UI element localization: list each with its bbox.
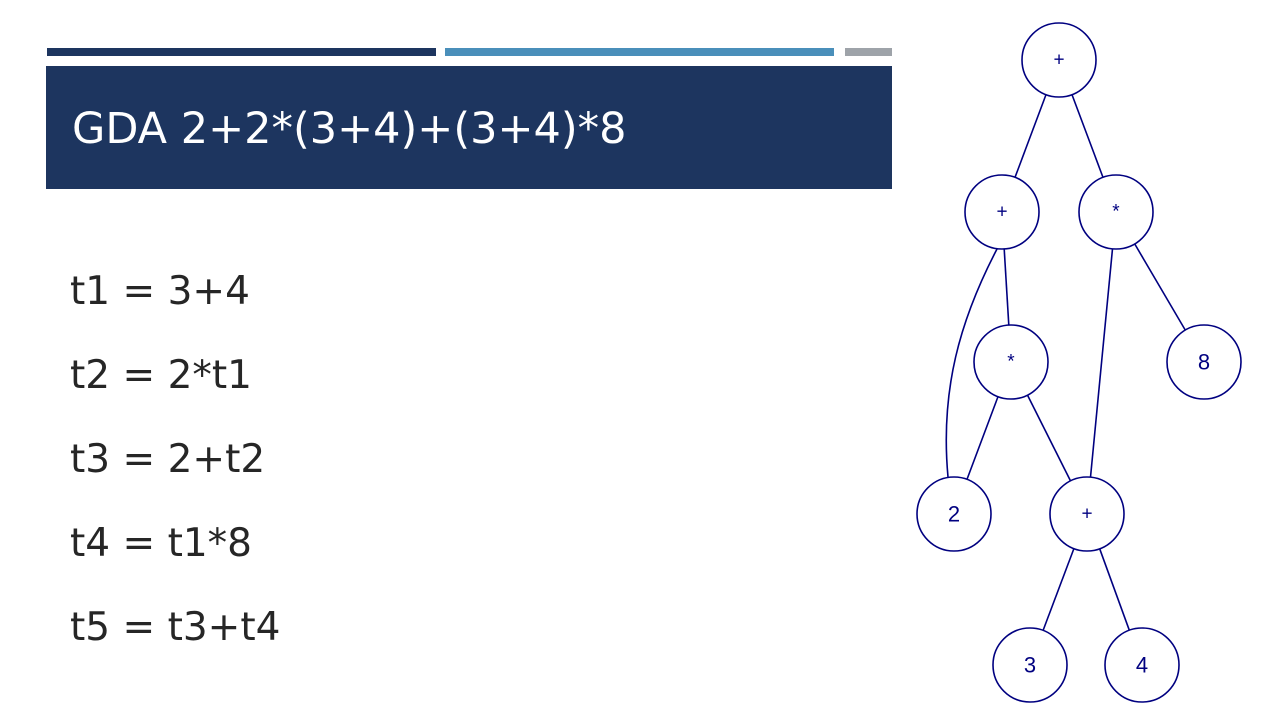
node-root_plus: + [1021, 22, 1097, 98]
node-label-right_mul: * [1112, 202, 1120, 223]
node-leaf_2: 2 [916, 476, 992, 552]
node-circle-leaf_8 [1166, 324, 1242, 400]
node-mid_mul: * [973, 324, 1049, 400]
edge-inner_plus-to-leaf_4 [1098, 548, 1131, 631]
node-circle-leaf_4 [1104, 627, 1180, 703]
code-line-4: t4 = t1*8 [70, 521, 252, 566]
code-line-5: t5 = t3+t4 [70, 605, 281, 650]
accent-bar-dark [47, 48, 436, 56]
accent-bar-gray [845, 48, 892, 56]
node-label-inner_plus: + [1081, 504, 1092, 525]
node-label-left_plus: + [996, 202, 1007, 223]
edge-inner_plus-to-leaf_3 [1042, 548, 1075, 631]
edge-right_mul-to-leaf_8 [1134, 243, 1186, 331]
node-circle-right_mul [1078, 174, 1154, 250]
edge-root_plus-to-right_mul [1071, 94, 1104, 178]
slide-title: GDA 2+2*(3+4)+(3+4)*8 [72, 104, 627, 154]
node-right_mul: * [1078, 174, 1154, 250]
edge-root_plus-to-left_plus [1014, 94, 1047, 178]
node-circle-inner_plus [1049, 476, 1125, 552]
node-leaf_8: 8 [1166, 324, 1242, 400]
edge-mid_mul-to-inner_plus [1026, 394, 1072, 482]
node-label-leaf_2: 2 [948, 502, 960, 527]
node-circle-leaf_2 [916, 476, 992, 552]
edge-mid_mul-to-leaf_2 [966, 396, 999, 480]
code-line-1: t1 = 3+4 [70, 269, 250, 314]
node-leaf_3: 3 [992, 627, 1068, 703]
code-line-3: t3 = 2+t2 [70, 437, 266, 482]
three-address-code-list: t1 = 3+4 t2 = 2*t1 t3 = 2+t2 t4 = t1*8 t… [70, 262, 280, 682]
expression-dag-diagram: + + * * 8 2 +3 4 [916, 22, 1242, 703]
code-line-2: t2 = 2*t1 [70, 353, 252, 398]
edge-left_plus-to-leaf_2 [945, 248, 998, 478]
node-label-leaf_3: 3 [1024, 653, 1036, 678]
edge-left_plus-to-mid_mul [1003, 248, 1010, 326]
node-label-leaf_8: 8 [1198, 350, 1210, 375]
accent-bar-mid [445, 48, 834, 56]
node-label-root_plus: + [1053, 50, 1064, 71]
edge-right_mul-to-inner_plus [1089, 248, 1114, 478]
node-inner_plus: + [1049, 476, 1125, 552]
node-circle-root_plus [1021, 22, 1097, 98]
node-left_plus: + [964, 174, 1040, 250]
node-circle-leaf_3 [992, 627, 1068, 703]
title-band: GDA 2+2*(3+4)+(3+4)*8 [46, 66, 892, 189]
node-label-leaf_4: 4 [1136, 653, 1148, 678]
node-circle-mid_mul [973, 324, 1049, 400]
node-circle-left_plus [964, 174, 1040, 250]
node-label-mid_mul: * [1007, 352, 1015, 373]
node-leaf_4: 4 [1104, 627, 1180, 703]
